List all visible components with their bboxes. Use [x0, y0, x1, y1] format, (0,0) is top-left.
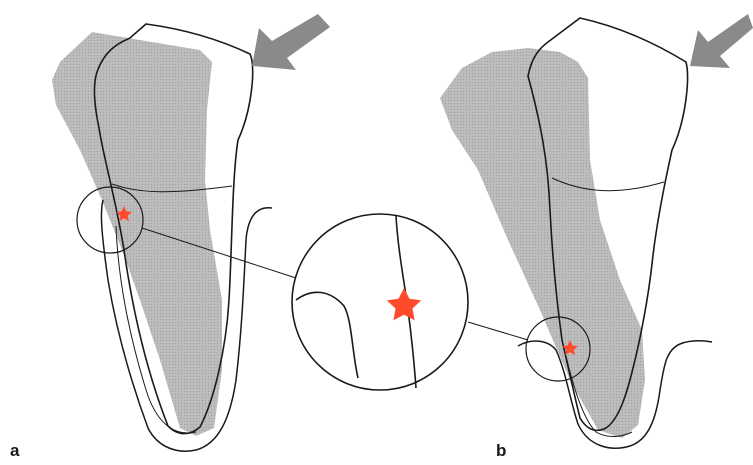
panel-label-a: a: [10, 442, 19, 459]
zoom-circle: [292, 214, 468, 390]
tooth-shadow-a: [52, 32, 222, 436]
panel-a: [52, 14, 330, 451]
tooth-shadow-b: [440, 48, 645, 438]
arrow-icon: [252, 14, 330, 70]
panel-b: [440, 14, 753, 448]
connector-line-b: [468, 322, 528, 340]
arrow-icon: [690, 14, 753, 68]
panel-label-b: b: [496, 442, 506, 459]
